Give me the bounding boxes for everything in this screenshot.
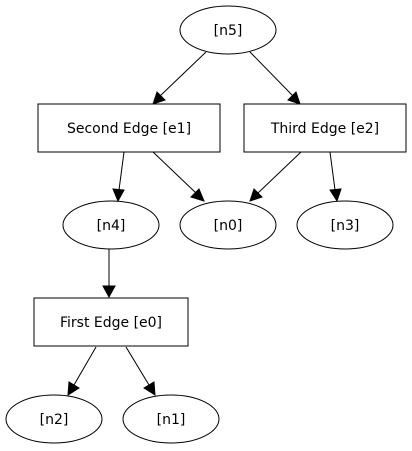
edges [67, 51, 342, 396]
node-n5: [n5] [179, 5, 277, 55]
arrowhead-e0-n1 [143, 381, 156, 396]
node-n1-label: [n1] [157, 412, 186, 428]
node-n3-shape [296, 200, 394, 250]
arrowhead-e1-n0 [190, 188, 205, 202]
node-e2: Third Edge [e2] [243, 103, 407, 153]
node-n4-label: [n4] [97, 218, 126, 234]
node-n3: [n3] [296, 200, 394, 250]
node-e1-shape [37, 103, 221, 153]
arrowhead-n5-e1 [152, 91, 166, 105]
arrowhead-e1-n4 [112, 188, 125, 203]
edge-e0-n1 [125, 346, 150, 386]
node-n4-shape [62, 200, 160, 250]
edge-e0-n2 [73, 346, 97, 386]
node-e0-shape [33, 297, 189, 347]
edge-e1-n4 [118, 151, 125, 191]
node-n5-shape [179, 5, 277, 55]
node-n0-label: [n0] [214, 218, 243, 234]
edge-e2-n0 [257, 151, 302, 194]
node-n3-label: [n3] [331, 218, 360, 234]
node-e1-label: Second Edge [e1] [67, 121, 191, 137]
node-e0-label: First Edge [e0] [60, 315, 162, 331]
arrowhead-e2-n3 [329, 188, 342, 203]
arrowhead-n4-e0 [102, 285, 116, 299]
edge-n5-e1 [159, 51, 207, 97]
node-n5-label: [n5] [214, 23, 243, 39]
node-e1: Second Edge [e1] [37, 103, 221, 153]
node-n2: [n2] [5, 394, 103, 444]
node-n4: [n4] [62, 200, 160, 250]
node-n0: [n0] [179, 200, 277, 250]
node-e2-label: Third Edge [e2] [270, 121, 379, 137]
node-n2-label: [n2] [40, 412, 69, 428]
arrowhead-n5-e2 [287, 91, 301, 105]
node-e0: First Edge [e0] [33, 297, 189, 347]
edge-e2-n3 [329, 151, 336, 191]
node-n1: [n1] [122, 394, 220, 444]
node-n1-shape [122, 394, 220, 444]
node-n2-shape [5, 394, 103, 444]
arrowhead-e0-n2 [67, 381, 80, 396]
edge-e1-n0 [152, 151, 197, 194]
node-e2-shape [243, 103, 407, 153]
arrowhead-e2-n0 [249, 188, 263, 202]
node-n0-shape [179, 200, 277, 250]
edge-n5-e2 [249, 51, 294, 97]
